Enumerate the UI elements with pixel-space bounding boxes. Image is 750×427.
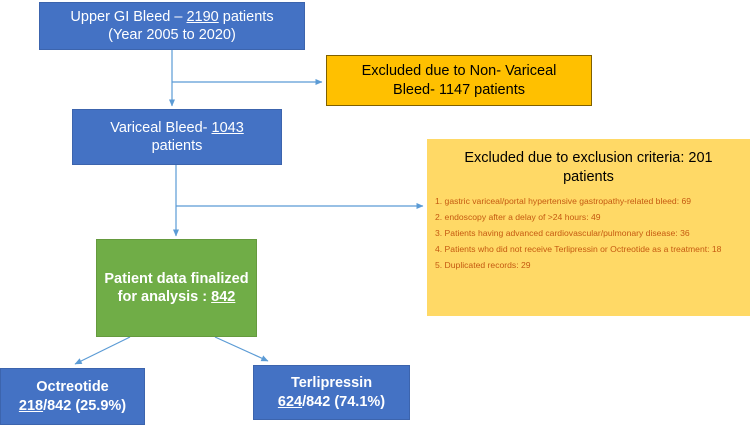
terlipressin-name: Terlipressin [290,375,373,392]
node-upper-gi-bleed-label: Upper GI Bleed – 2190 patients (Year 2005… [40,8,304,44]
upper-gi-years: (Year 2005 to 2020) [108,27,236,43]
finalized-count: 842 [211,289,236,305]
list-item: 5. Duplicated records: 29 [435,259,531,270]
node-patient-data-finalized[interactable]: Patient data finalized for analysis : 842 [96,239,257,337]
octreotide-name: Octreotide [36,379,109,396]
finalized-line1: Patient data finalized [104,270,249,287]
node-variceal-bleed[interactable]: Variceal Bleed- 1043 patients [72,109,282,165]
variceal-count: 1043 [211,119,244,136]
connector-finalized-to-terlipressin [214,336,269,362]
node-upper-gi-bleed[interactable]: Upper GI Bleed – 2190 patients (Year 2005… [39,2,305,50]
list-item: 3. Patients having advanced cardiovascul… [435,227,690,238]
exclusion-criteria-list: 1. gastric variceal/portal hypertensive … [435,196,742,271]
list-item: 2. endoscopy after a delay of >24 hours:… [435,211,601,222]
terlipressin-count: 624 [277,393,303,410]
panel-exclusion-title: Excluded due to exclusion criteria: 201 p… [435,149,742,187]
terlipressin-share: /842 (74.1%) [302,393,386,410]
panel-exclusion-title-line2: patients [563,168,614,185]
excluded-nonvariceal-line1: Excluded due to Non- Variceal [361,63,557,80]
octreotide-count: 218 [18,397,44,414]
connector-finalized-to-octreotide [74,336,131,365]
variceal-prefix: Variceal Bleed- [110,119,212,136]
list-item: 4. Patients who did not receive Terlipre… [435,243,722,254]
list-item: 1. gastric variceal/portal hypertensive … [435,195,692,206]
panel-exclusion-criteria[interactable]: Excluded due to exclusion criteria: 201 p… [427,139,750,316]
node-variceal-bleed-label: Variceal Bleed- 1043 patients [73,119,281,155]
variceal-line2: patients [151,138,203,154]
upper-gi-prefix: Upper GI Bleed – [70,8,187,25]
panel-exclusion-title-line1: Excluded due to exclusion criteria: 201 [464,150,713,166]
finalized-line2-prefix: for analysis : [117,289,212,305]
excluded-nonvariceal-line2: Bleed- 1147 patients [393,81,525,98]
octreotide-share: /842 (25.9%) [43,397,127,414]
upper-gi-suffix: patients [218,8,274,25]
upper-gi-count: 2190 [186,8,219,25]
node-patient-data-finalized-label: Patient data finalized for analysis : 842 [97,270,256,306]
